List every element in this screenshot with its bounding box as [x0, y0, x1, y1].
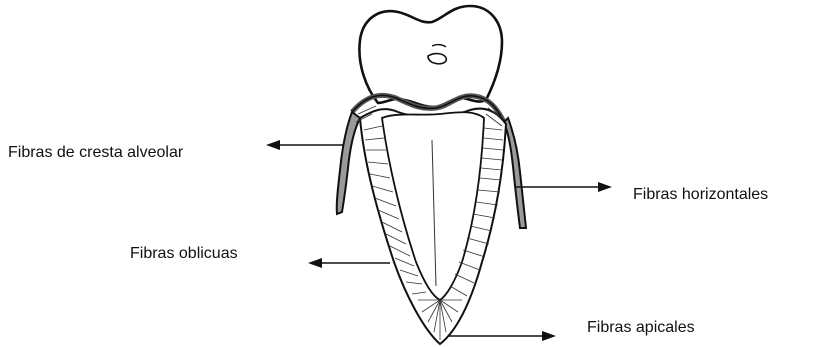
- tooth-crown: [359, 6, 502, 107]
- label-oblique-fibers: Fibras oblicuas: [130, 245, 238, 263]
- arrow-horizontal-fibers: [516, 182, 612, 192]
- arrow-oblique-fibers: [308, 258, 390, 268]
- left-alveolar-bone: [337, 112, 360, 214]
- arrow-apical-fibers: [448, 331, 556, 341]
- label-alveolar-crest-fibers: Fibras de cresta alveolar: [8, 144, 183, 162]
- right-alveolar-bone: [504, 118, 526, 228]
- label-apical-fibers: Fibras apicales: [587, 319, 695, 337]
- label-horizontal-fibers: Fibras horizontales: [633, 186, 768, 204]
- arrow-alveolar-crest: [266, 140, 344, 150]
